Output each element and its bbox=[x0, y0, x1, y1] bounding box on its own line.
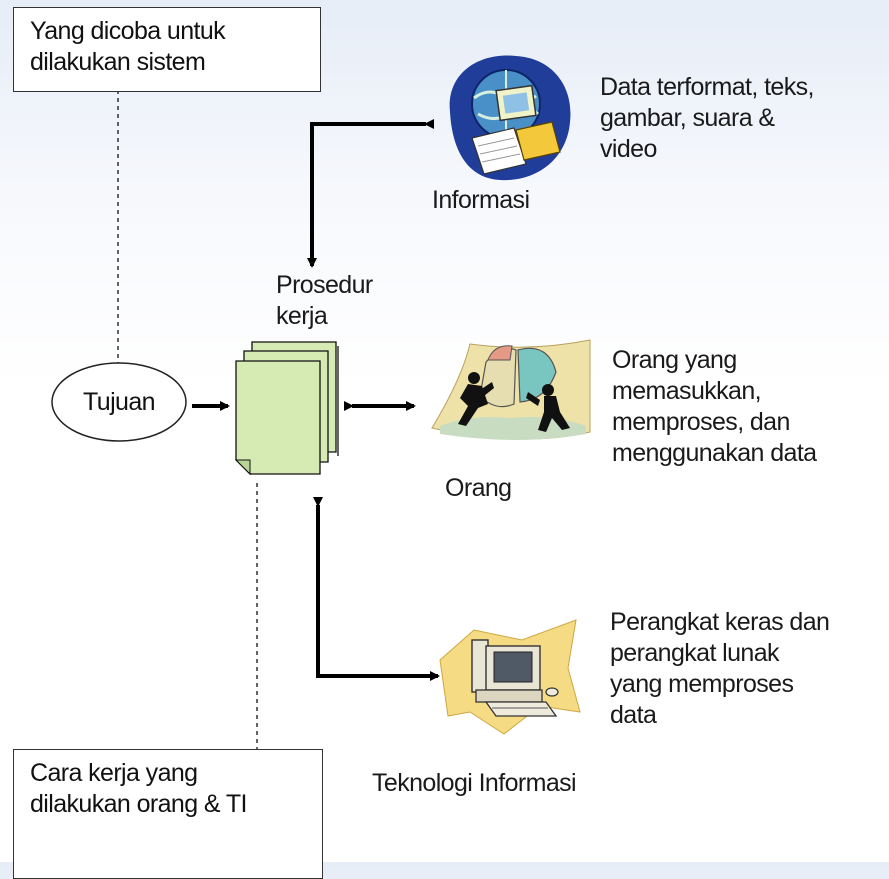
globe-software-icon bbox=[449, 55, 571, 181]
informasi-desc-line: video bbox=[600, 135, 657, 163]
top-goal-line1: Yang dicoba untuk bbox=[30, 17, 226, 45]
teknologi-desc-line: data bbox=[610, 701, 657, 729]
teknologi-label: Teknologi Informasi bbox=[372, 769, 577, 797]
orang-description: Orang yang memasukkan, memproses, dan me… bbox=[612, 345, 817, 469]
informasi-description: Data terformat, teks, gambar, suara & vi… bbox=[600, 72, 814, 165]
top-goal-line2: dilakukan sistem bbox=[30, 48, 206, 76]
arrow-informasi-prosedur bbox=[307, 119, 434, 268]
tujuan-ellipse bbox=[51, 362, 187, 442]
arrow-prosedur-teknologi bbox=[313, 497, 440, 681]
orang-desc-line: memproses, dan bbox=[612, 408, 790, 436]
teknologi-desc-line: yang memproses bbox=[610, 670, 794, 698]
informasi-label: Informasi bbox=[432, 186, 530, 214]
teknologi-description: Perangkat keras dan perangkat lunak yang… bbox=[610, 607, 830, 731]
computer-icon bbox=[439, 619, 581, 735]
people-puzzle-icon bbox=[431, 339, 591, 440]
prosedur-line1: Prosedur bbox=[276, 271, 373, 299]
bottom-method-line1: Cara kerja yang bbox=[30, 759, 198, 787]
informasi-desc-line: gambar, suara & bbox=[600, 104, 775, 132]
prosedur-line2: kerja bbox=[276, 302, 328, 330]
document-stack-icon bbox=[234, 341, 339, 476]
informasi-desc-line: Data terformat, teks, bbox=[600, 73, 814, 101]
bottom-method-line2: dilakukan orang & TI bbox=[30, 790, 247, 818]
tujuan-label: Tujuan bbox=[83, 387, 156, 416]
orang-desc-line: memasukkan, bbox=[612, 377, 762, 405]
orang-label: Orang bbox=[445, 474, 512, 502]
orang-desc-line: Orang yang bbox=[612, 346, 737, 374]
teknologi-desc-line: perangkat lunak bbox=[610, 639, 780, 667]
teknologi-desc-line: Perangkat keras dan bbox=[610, 608, 830, 636]
orang-desc-line: menggunakan data bbox=[612, 439, 817, 467]
top-goal-box: Yang dicoba untuk dilakukan sistem bbox=[13, 7, 321, 92]
bottom-method-box: Cara kerja yang dilakukan orang & TI bbox=[13, 749, 323, 879]
prosedur-label: Prosedur kerja bbox=[276, 270, 373, 332]
